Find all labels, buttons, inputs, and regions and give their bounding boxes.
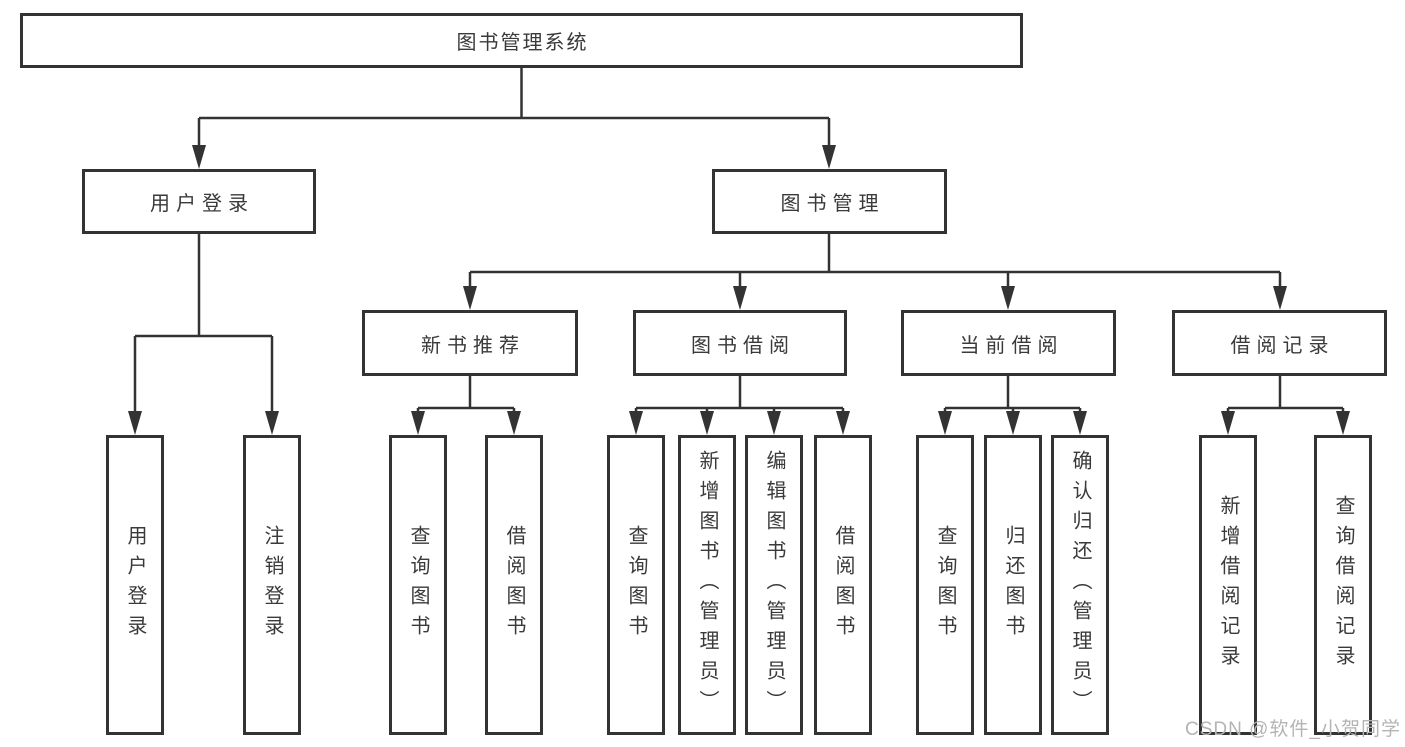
node-root: 图书管理系统	[20, 13, 1023, 68]
leaf-edit-books-admin: 编辑图书（管理员）	[745, 435, 803, 735]
csdn-watermark: CSDN @软件_小贺同学	[1185, 719, 1401, 740]
leaf-query-books-current: 查询图书	[916, 435, 974, 735]
leaf-return-books-label: 归还图书	[1002, 525, 1024, 645]
node-current-borrowing-label: 当前借阅	[959, 334, 1064, 357]
leaf-query-books-borrowing-label: 查询图书	[625, 525, 647, 645]
leaf-query-borrow-record-label: 查询借阅记录	[1332, 495, 1354, 675]
leaf-query-books-borrowing: 查询图书	[607, 435, 665, 735]
leaf-edit-books-admin-label: 编辑图书（管理员）	[763, 450, 785, 720]
arrowheads	[128, 145, 1350, 435]
leaf-user-login-label: 用户登录	[124, 525, 146, 645]
node-root-label: 图书管理系统	[456, 32, 589, 54]
leaf-confirm-return-admin-label: 确认归还（管理员）	[1069, 450, 1091, 720]
leaf-user-login: 用户登录	[106, 435, 164, 735]
leaf-logout-label: 注销登录	[261, 525, 283, 645]
leaf-add-borrow-record-label: 新增借阅记录	[1217, 495, 1239, 675]
node-borrowing-records: 借阅记录	[1172, 310, 1387, 376]
leaf-return-books: 归还图书	[984, 435, 1042, 735]
leaf-query-borrow-record: 查询借阅记录	[1314, 435, 1372, 735]
leaf-confirm-return-admin: 确认归还（管理员）	[1051, 435, 1109, 735]
leaf-borrow-books-label: 借阅图书	[832, 525, 854, 645]
leaf-logout: 注销登录	[243, 435, 301, 735]
leaf-add-books-admin-label: 新增图书（管理员）	[696, 450, 718, 720]
node-book-management: 图书管理	[712, 169, 947, 234]
leaf-borrow-books-recommend-label: 借阅图书	[503, 525, 525, 645]
node-borrowing-records-label: 借阅记录	[1230, 334, 1335, 357]
leaf-borrow-books: 借阅图书	[814, 435, 872, 735]
leaf-query-books-recommend-label: 查询图书	[407, 525, 429, 645]
leaf-borrow-books-recommend: 借阅图书	[485, 435, 543, 735]
leaf-query-books-current-label: 查询图书	[934, 525, 956, 645]
node-book-management-label: 图书管理	[780, 193, 885, 215]
node-new-book-recommendation: 新书推荐	[362, 310, 578, 376]
node-new-book-recommendation-label: 新书推荐	[421, 334, 525, 357]
leaf-query-books-recommend: 查询图书	[389, 435, 447, 735]
node-book-borrowing: 图书借阅	[633, 310, 847, 376]
node-user-login-label: 用户登录	[150, 193, 254, 215]
leaf-add-books-admin: 新增图书（管理员）	[678, 435, 736, 735]
node-book-borrowing-label: 图书借阅	[691, 334, 795, 357]
node-current-borrowing: 当前借阅	[901, 310, 1116, 376]
node-user-login: 用户登录	[82, 169, 316, 234]
leaf-add-borrow-record: 新增借阅记录	[1199, 435, 1257, 735]
